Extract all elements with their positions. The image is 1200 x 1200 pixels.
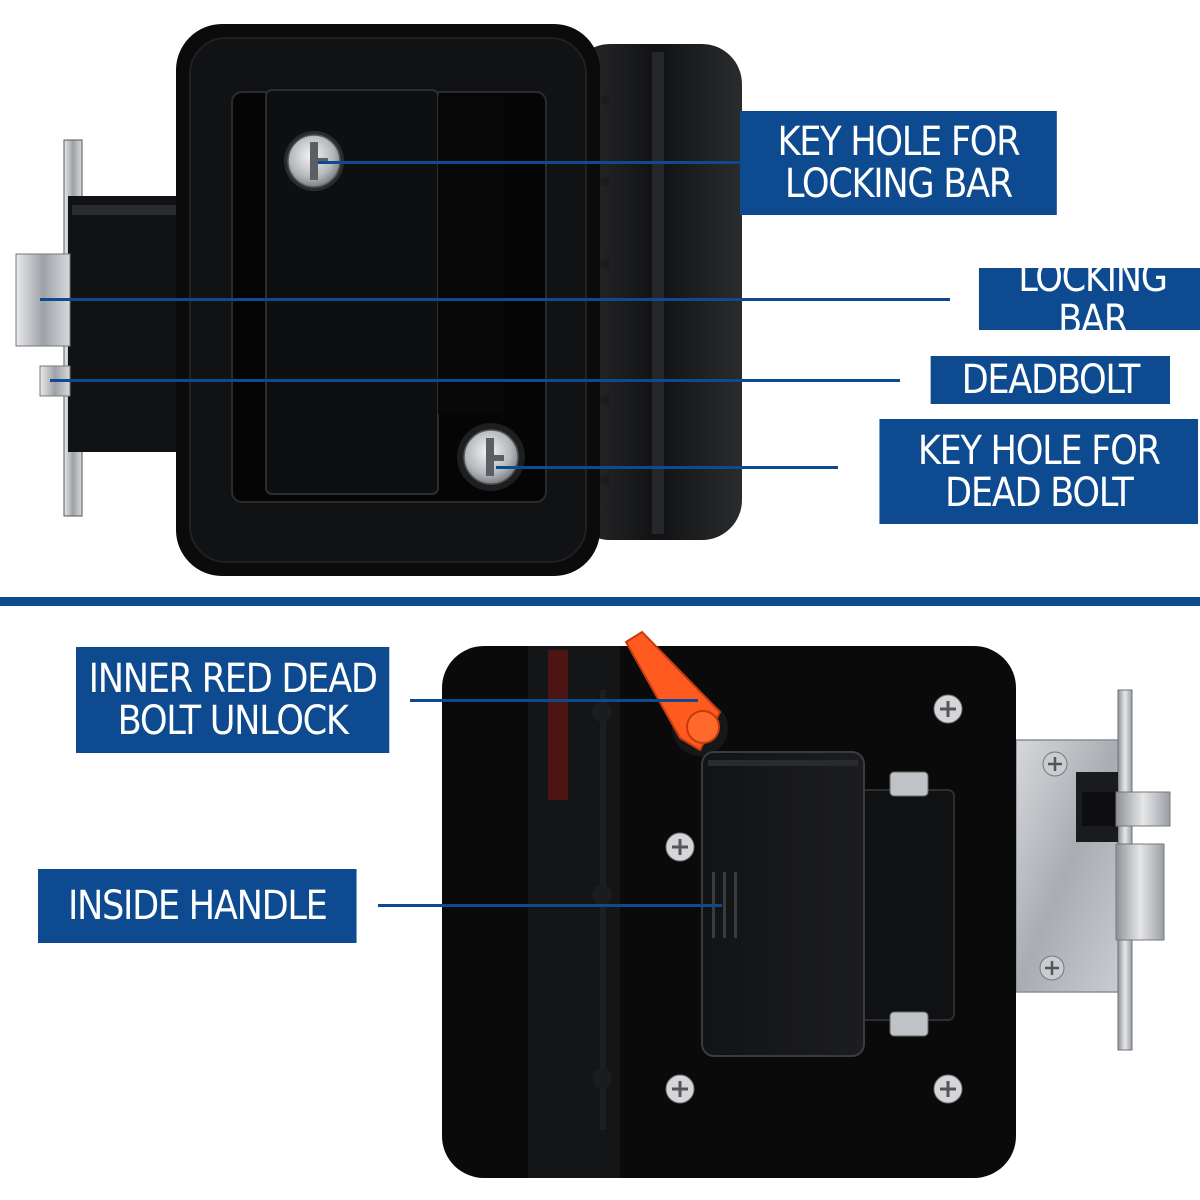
leader-line-keyhole-dead-bolt (496, 466, 838, 469)
label-keyhole-dead-bolt: KEY HOLE FOR DEAD BOLT (879, 419, 1198, 524)
interior-lock-illustration (442, 630, 1171, 1178)
plate-screw-left (665, 832, 695, 862)
latch-housing (68, 196, 186, 452)
plate-screw-top-right (933, 694, 963, 724)
label-keyhole-locking-bar: KEY HOLE FOR LOCKING BAR (740, 111, 1057, 215)
red-unlock-lever (624, 630, 728, 756)
plate-screw-bottom-left (665, 1074, 695, 1104)
plate-screw-bottom-right (933, 1074, 963, 1104)
label-inner-red-unlock: INNER RED DEAD BOLT UNLOCK (76, 647, 390, 753)
label-deadbolt: DEADBOLT (930, 356, 1170, 404)
leader-line-keyhole-locking-bar (318, 161, 742, 164)
inside-handle-paddle (701, 751, 865, 1057)
leader-line-deadbolt (50, 379, 900, 382)
leader-line-inner-red-unlock (410, 699, 698, 702)
leader-line-locking-bar (40, 298, 950, 301)
latch-screw-bottom (1039, 955, 1065, 981)
label-inside-handle: INSIDE HANDLE (38, 869, 357, 943)
section-divider (0, 597, 1200, 606)
label-locking-bar: LOCKING BAR (978, 257, 1200, 341)
locking-bar-keyhole (284, 131, 344, 191)
deadbolt-keyhole (457, 423, 525, 491)
latch-screw-top (1042, 751, 1068, 777)
leader-line-inside-handle (378, 904, 722, 907)
handle-bracket (857, 789, 955, 1021)
